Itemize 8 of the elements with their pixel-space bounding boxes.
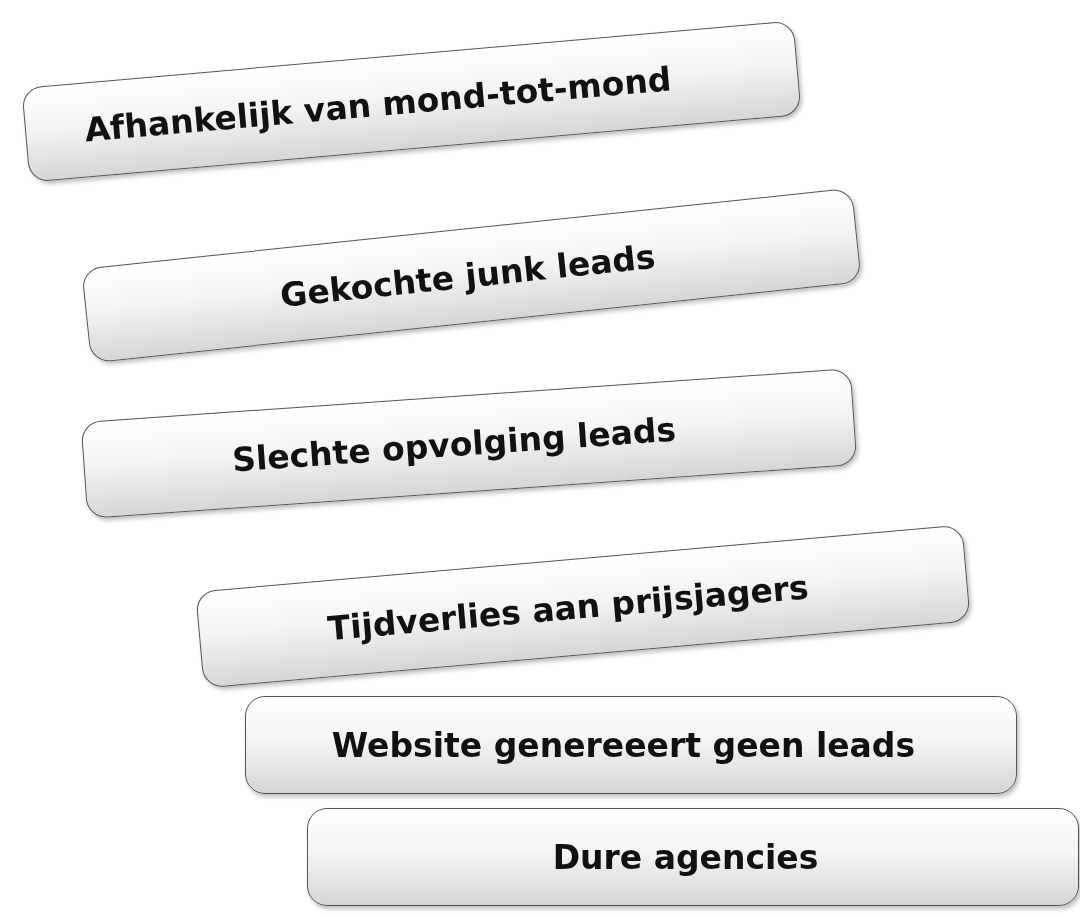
card-label: Afhankelijk van mond-tot-mond xyxy=(82,58,673,149)
tilted-card xyxy=(245,696,1017,794)
card-label: Website genereeert geen leads xyxy=(331,725,916,765)
card-label: Gekochte junk leads xyxy=(277,236,657,315)
card-label: Dure agencies xyxy=(552,837,819,877)
card-label: Slechte opvolging leads xyxy=(230,409,678,479)
card-label: Tijdverlies aan prijsjagers xyxy=(326,566,810,648)
tilted-card xyxy=(307,808,1079,906)
